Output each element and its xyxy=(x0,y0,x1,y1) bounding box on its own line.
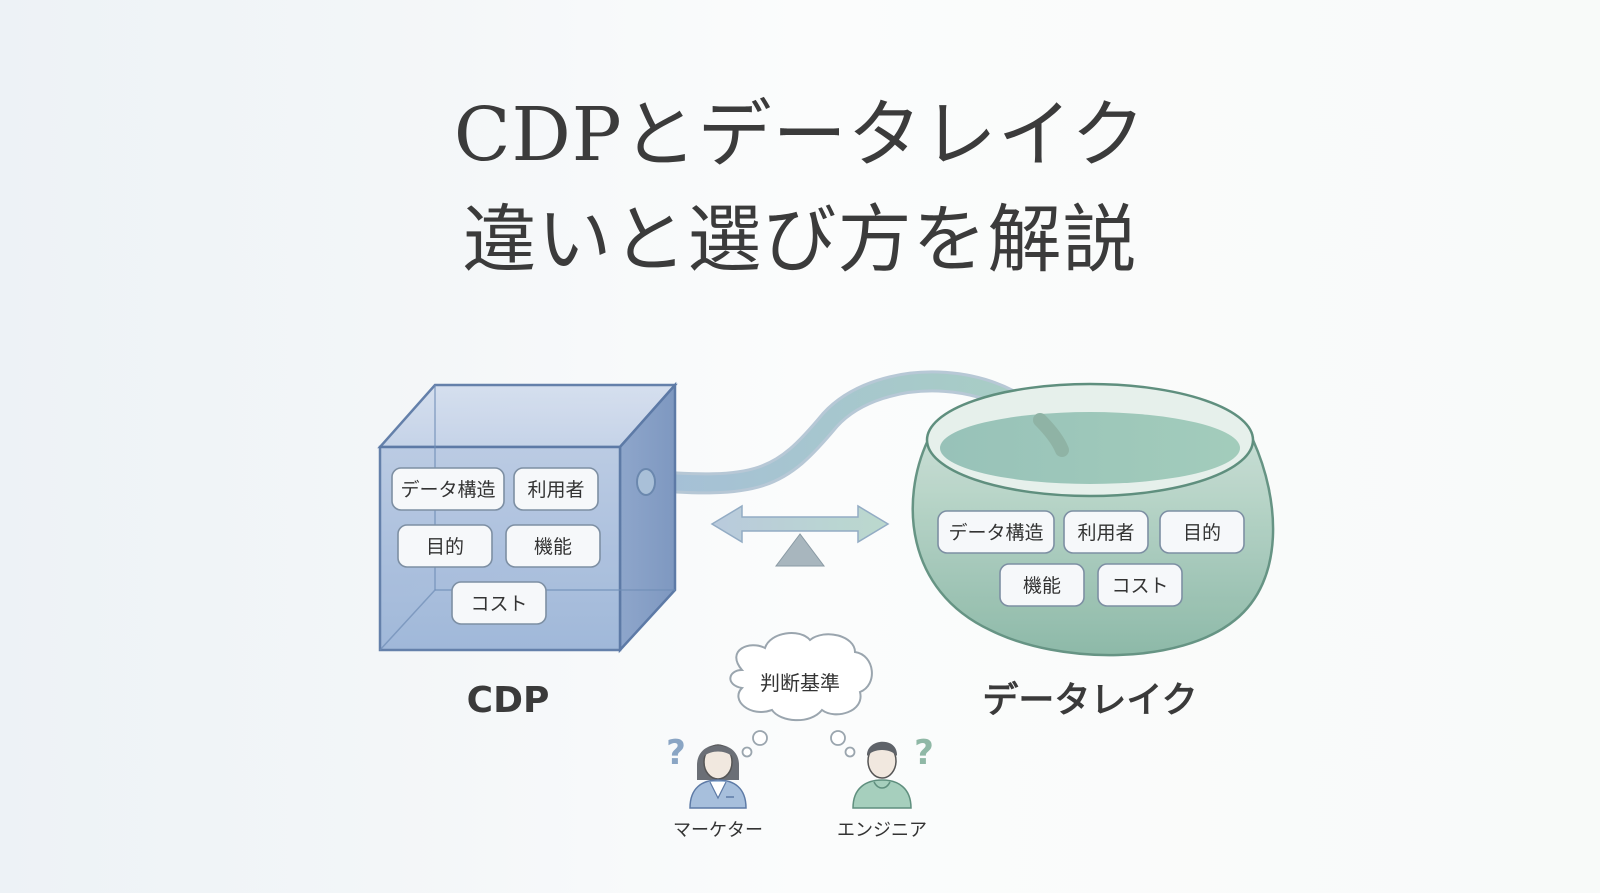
cdp-label: CDP xyxy=(467,680,550,721)
lake-tag-users: 利用者 xyxy=(1063,510,1149,554)
question-mark-icon: ? xyxy=(914,733,934,773)
person-icon xyxy=(852,741,912,809)
question-mark-icon: ? xyxy=(666,733,686,773)
cdp-tag-cost: コスト xyxy=(451,581,547,625)
data-lake-bowl: データ構造 利用者 目的 機能 コスト xyxy=(911,382,1275,657)
svg-text:利用者: 利用者 xyxy=(527,479,584,501)
svg-text:機能: 機能 xyxy=(534,536,572,558)
title-line-1: CDPとデータレイク xyxy=(454,92,1146,178)
title-line-2: 違いと選び方を解説 xyxy=(463,197,1138,283)
lake-tag-features: 機能 xyxy=(999,563,1085,607)
cdp-tag-purpose: 目的 xyxy=(397,524,493,568)
marketer-label: マーケター xyxy=(673,820,763,841)
balance-scale-icon xyxy=(775,533,825,567)
lake-tag-data-structure: データ構造 xyxy=(937,510,1055,554)
engineer-label: エンジニア xyxy=(837,820,927,841)
svg-text:目的: 目的 xyxy=(426,536,464,558)
engineer-person: ? エンジニア xyxy=(837,733,934,841)
cdp-tag-features: 機能 xyxy=(505,524,601,568)
cdp-tag-data-structure: データ構造 xyxy=(391,467,505,511)
marketer-person: ? マーケター xyxy=(666,733,763,841)
decision-criteria-text: 判断基準 xyxy=(760,671,840,695)
svg-text:目的: 目的 xyxy=(1183,522,1221,544)
svg-text:データ構造: データ構造 xyxy=(400,479,495,501)
svg-text:機能: 機能 xyxy=(1023,575,1061,597)
person-icon xyxy=(689,744,747,809)
thought-bubble-icon: 判断基準 xyxy=(729,632,873,758)
page-title: CDPとデータレイク 違いと選び方を解説 xyxy=(454,92,1146,283)
svg-text:利用者: 利用者 xyxy=(1077,522,1134,544)
data-lake-label: データレイク xyxy=(982,679,1197,721)
lake-tag-cost: コスト xyxy=(1097,563,1183,607)
cdp-cube: データ構造 利用者 目的 機能 コスト xyxy=(377,381,678,654)
cdp-tag-users: 利用者 xyxy=(513,467,599,511)
lake-tag-purpose: 目的 xyxy=(1159,510,1245,554)
svg-text:データ構造: データ構造 xyxy=(948,522,1043,544)
svg-text:コスト: コスト xyxy=(1111,575,1168,597)
svg-text:コスト: コスト xyxy=(470,593,527,615)
double-arrow-icon xyxy=(710,504,890,544)
